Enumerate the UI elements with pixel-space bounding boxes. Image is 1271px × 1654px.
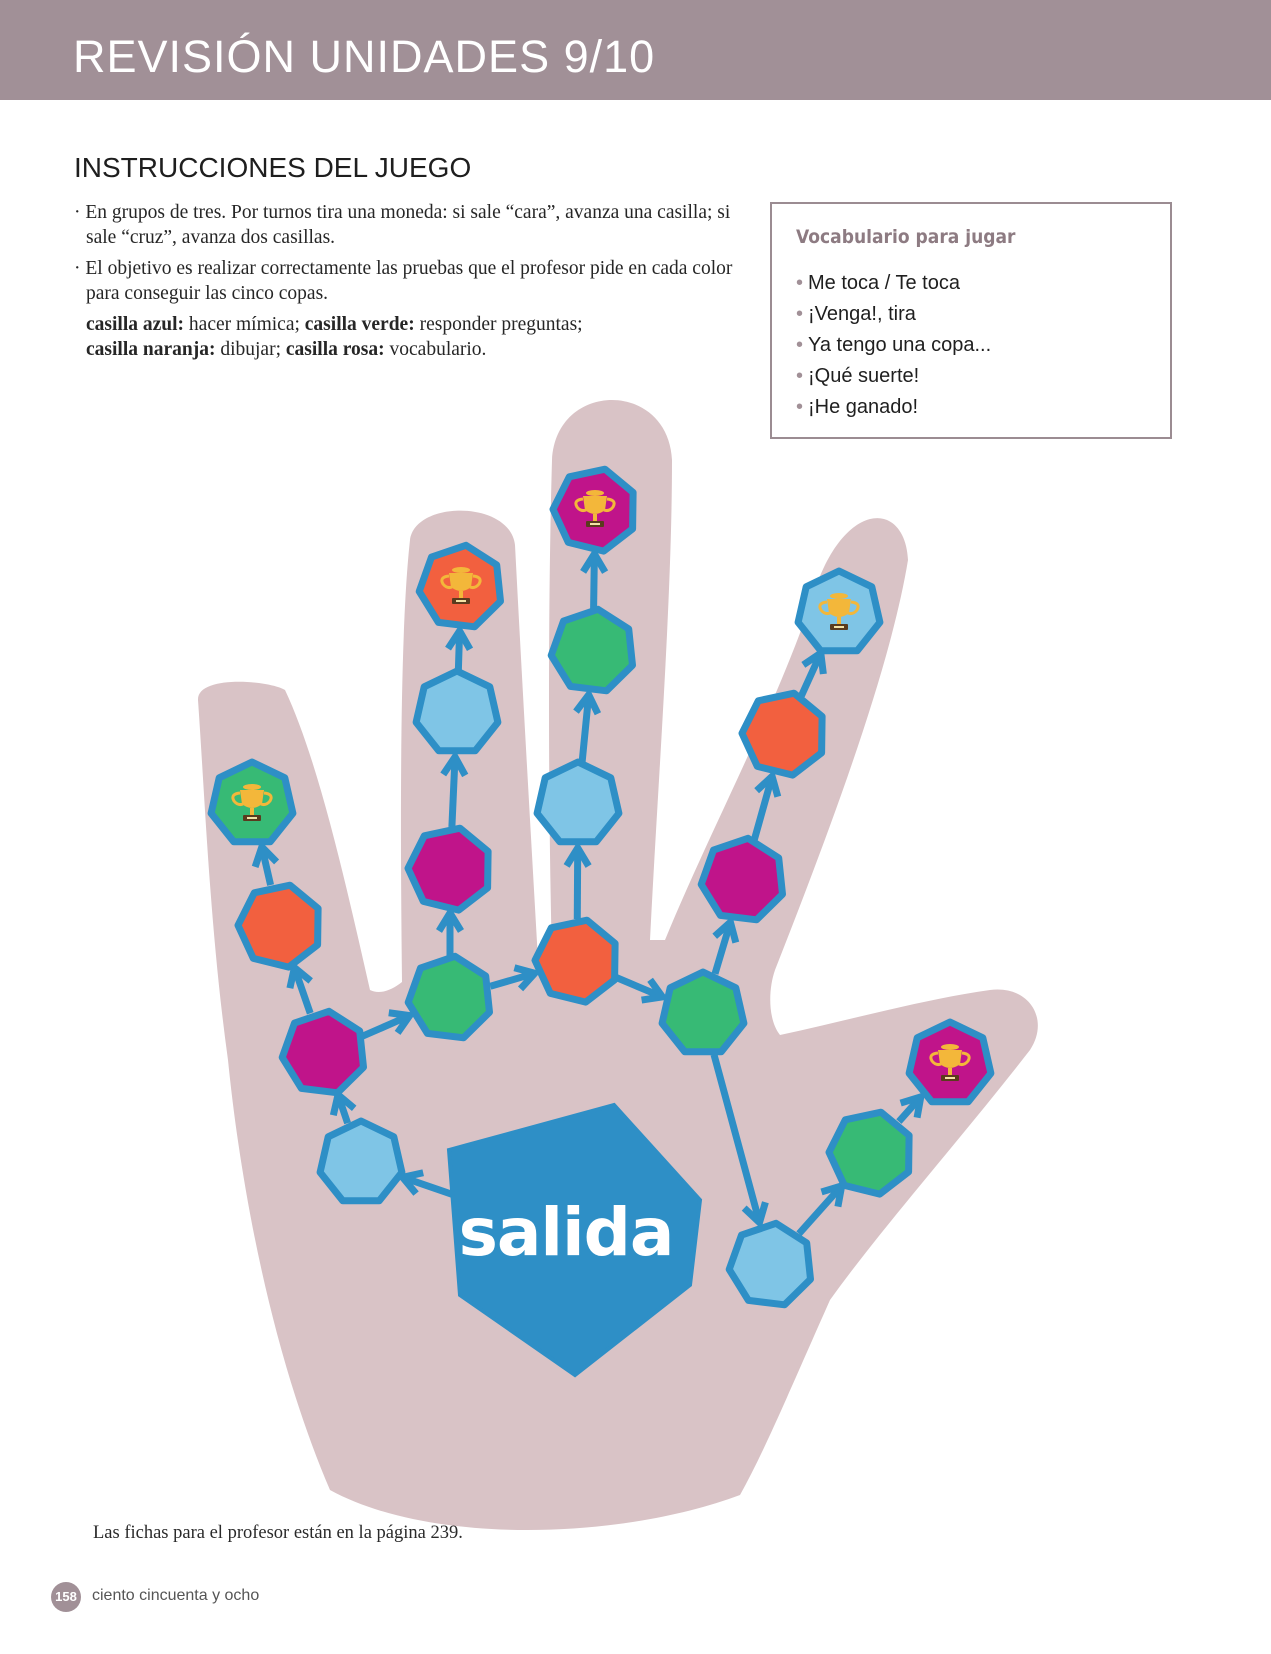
path-line — [798, 651, 824, 698]
board-space-green — [658, 968, 748, 1056]
trophy-space — [794, 567, 884, 655]
game-board: salida — [197, 400, 1038, 1530]
arrow-head — [286, 961, 313, 989]
instructions-block: · En grupos de tres. Por turnos tira una… — [74, 200, 734, 362]
arrow-head — [251, 840, 280, 869]
trophy-space — [905, 1018, 995, 1106]
vocabulary-item: Ya tengo una copa... — [796, 330, 991, 361]
trophy-icon — [574, 490, 616, 527]
path-arrows — [251, 547, 926, 1237]
path-line — [578, 694, 593, 763]
page-title: REVISIÓN UNIDADES 9/10 — [73, 31, 656, 82]
vocabulary-item: ¡Qué suerte! — [796, 361, 991, 392]
legend-verde-text: responder preguntas; — [414, 314, 583, 335]
path-line — [361, 1012, 412, 1040]
start-label: salida — [459, 1194, 674, 1271]
instruction-bullet-2: · El objetivo es realizar correctamente … — [74, 258, 733, 304]
board-space-green — [547, 605, 636, 695]
path-line — [489, 969, 536, 990]
board-space-pink — [404, 824, 492, 914]
arrow-head — [396, 1169, 424, 1196]
arrow-head — [741, 1201, 769, 1230]
arrow-head — [388, 1009, 416, 1035]
board-spaces — [207, 465, 995, 1309]
arrow-head — [445, 624, 474, 652]
legend-rosa-text: vocabulario. — [384, 339, 487, 360]
arrow-head — [440, 750, 469, 778]
footer-note: Las fichas para el profesor están en la … — [93, 1523, 463, 1543]
legend-azul-label: casilla azul: — [86, 314, 185, 335]
vocabulary-list: Me toca / Te toca ¡Venga!, tira Ya tengo… — [796, 268, 991, 423]
vocabulary-item: Me toca / Te toca — [796, 268, 991, 299]
trophy-space — [415, 541, 504, 631]
arrow-head — [513, 964, 542, 992]
arrow-head — [580, 547, 609, 574]
board-space-blue — [725, 1219, 814, 1309]
path-line — [448, 756, 459, 828]
board-space-orange — [738, 689, 826, 779]
board-space-pink — [697, 834, 786, 924]
path-line — [590, 553, 598, 610]
trophy-icon — [818, 593, 860, 630]
page-number-words: ciento cincuenta y ocho — [92, 1587, 260, 1604]
instruction-bullet-1: · En grupos de tres. Por turnos tira una… — [74, 202, 731, 248]
path-line — [291, 966, 314, 1015]
vocabulary-item: ¡He ganado! — [796, 392, 991, 423]
color-legend: casilla azul: hacer mímica; casilla verd… — [74, 312, 734, 362]
legend-azul-text: hacer mímica; — [184, 314, 305, 335]
header-band: REVISIÓN UNIDADES 9/10 — [0, 0, 1271, 100]
arrow-head — [641, 977, 669, 1004]
vocabulary-title: Vocabulario para jugar — [796, 226, 1016, 248]
arrow-head — [754, 769, 782, 798]
path-line — [711, 921, 734, 975]
board-space-blue — [533, 758, 623, 846]
vocabulary-item: ¡Venga!, tira — [796, 299, 991, 330]
page-number-badge: 158 — [51, 1582, 81, 1612]
arrow-head — [712, 915, 740, 944]
trophy-space — [207, 758, 297, 846]
board-space-pink — [278, 1007, 367, 1097]
trophy-icon — [929, 1044, 971, 1081]
vocabulary-box: Vocabulario para jugar Me toca / Te toca… — [770, 202, 1172, 439]
instructions-title: INSTRUCCIONES DEL JUEGO — [74, 152, 472, 183]
arrow-head — [563, 841, 592, 868]
arrow-head — [899, 1091, 926, 1119]
trophy-icon — [440, 567, 482, 604]
legend-naranja-text: dibujar; — [215, 339, 286, 360]
board-space-orange — [531, 916, 619, 1006]
start-space: salida — [446, 1102, 703, 1378]
arrow-head — [573, 688, 602, 716]
trophy-icon — [231, 784, 273, 821]
legend-rosa-label: casilla rosa: — [285, 339, 385, 360]
board-space-orange — [234, 881, 322, 971]
board-space-green — [825, 1108, 913, 1198]
legend-naranja-label: casilla naranja: — [86, 339, 216, 360]
board-space-blue — [316, 1117, 406, 1205]
path-line — [796, 1183, 845, 1237]
board-space-green — [404, 952, 493, 1042]
path-line — [750, 775, 776, 841]
arrow-head — [436, 906, 464, 933]
path-line — [614, 974, 664, 1001]
legend-verde-label: casilla verde: — [304, 314, 415, 335]
trophy-space — [549, 465, 637, 555]
path-line — [710, 1053, 763, 1224]
board-space-blue — [412, 667, 502, 755]
